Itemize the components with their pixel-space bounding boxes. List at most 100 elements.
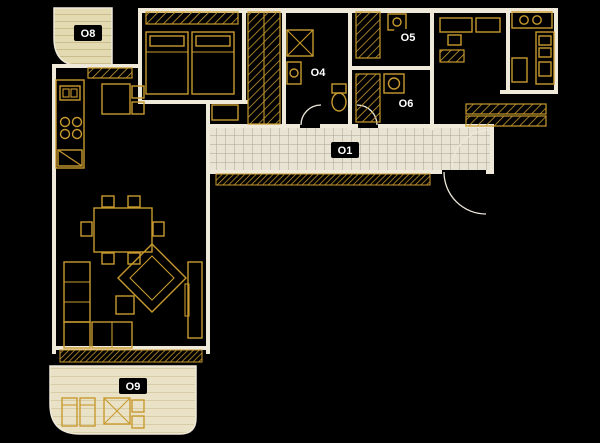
- fridge-mark: [57, 149, 83, 167]
- counter-right: [535, 31, 555, 85]
- label-text-o1: O1: [338, 145, 353, 157]
- wall-corridor-bottom-1: [210, 170, 442, 174]
- breakfast-chair-2: [131, 101, 145, 115]
- closet-o5: [355, 11, 381, 59]
- room-label-o4: O4: [304, 64, 332, 80]
- cabinet-below-bedroom: [211, 104, 239, 121]
- desk: [439, 17, 473, 33]
- shower: [286, 29, 314, 57]
- lounger-1: [61, 397, 78, 427]
- room-labels: O8 O4 O5 O6 O1 O9: [74, 25, 422, 394]
- label-chip-o8: [74, 25, 102, 41]
- breakfast-chair-1: [131, 85, 145, 99]
- rug-outer: [117, 243, 187, 313]
- door-arc-corridor-end: [451, 129, 491, 169]
- door-arc-o4: [300, 104, 322, 126]
- wall-apartment-right: [206, 100, 210, 354]
- wall-o6-right: [430, 8, 434, 130]
- counter-item-1: [538, 35, 552, 46]
- wardrobe-column: [247, 11, 281, 125]
- terrace-o9: [49, 365, 197, 435]
- label-chip-o5: [394, 29, 422, 45]
- kitchen-counter: [55, 79, 85, 169]
- tv-bench: [187, 261, 203, 339]
- stove-burner-3: [59, 128, 71, 140]
- room-o6-items: [355, 73, 405, 123]
- dining-chair-6: [152, 221, 165, 237]
- coffee-table: [115, 295, 135, 315]
- bathroom-o4-fixtures: [286, 29, 347, 112]
- terrace-chair-2: [131, 415, 145, 429]
- counter-item-2: [538, 47, 552, 58]
- wall-corridor-right: [490, 124, 494, 174]
- storage-row-2: [465, 115, 547, 127]
- right-room-furniture: [439, 11, 555, 127]
- wall-right-outer: [554, 8, 558, 94]
- label-chip-o1: [331, 142, 359, 158]
- room-o5-items: [355, 11, 407, 59]
- wall-bedroom-right: [242, 8, 246, 104]
- label-chip-o6: [392, 95, 420, 111]
- washer-drum: [387, 77, 401, 90]
- room-label-o8: O8: [74, 25, 102, 41]
- sink-basin-1: [62, 88, 70, 98]
- dining-chair-2: [127, 195, 141, 208]
- dining-chair-3: [101, 252, 115, 265]
- label-text-o6: O6: [399, 98, 414, 110]
- pillow-left: [149, 35, 185, 47]
- bed-left: [145, 31, 189, 95]
- kitchen: [55, 67, 145, 169]
- lounger-2: [79, 397, 96, 427]
- room-label-o6: O6: [392, 95, 420, 111]
- sofa-cushion-lines: [64, 281, 113, 348]
- walls: [52, 8, 558, 354]
- wall-right-step: [500, 90, 558, 94]
- breakfast-table: [101, 83, 131, 115]
- wardrobe-top: [145, 11, 239, 25]
- wall-o4-right: [348, 8, 352, 130]
- counter-item-3: [538, 61, 552, 77]
- wall-apartment-left: [52, 64, 56, 354]
- terrace-furniture: [61, 397, 145, 429]
- terrace-table: [103, 397, 131, 425]
- hob-1: [519, 15, 529, 25]
- label-text-o4: O4: [311, 67, 327, 79]
- label-text-o8: O8: [81, 28, 96, 40]
- living-room: [63, 243, 203, 349]
- desk-chair: [447, 34, 462, 46]
- closet-o6: [355, 73, 381, 123]
- wall-o5-o6-divider: [352, 66, 432, 70]
- label-text-o9: O9: [126, 381, 141, 393]
- wall-corridor-top-1: [210, 124, 300, 128]
- tv: [184, 283, 190, 317]
- sofa-corner: [63, 321, 91, 349]
- wall-bedroom-bottom: [138, 100, 248, 104]
- dining-set: [80, 195, 165, 265]
- toilet-bowl: [331, 92, 347, 112]
- pillow-right: [195, 35, 231, 47]
- hob-2: [532, 15, 542, 25]
- wall-right-inner: [506, 8, 510, 92]
- room-label-o1: O1: [331, 142, 359, 158]
- corridor-window-strip: [215, 173, 431, 186]
- label-text-o5: O5: [401, 32, 416, 44]
- wall-corridor-top-2: [320, 124, 358, 128]
- sink-basin: [289, 68, 299, 78]
- counter-top: [511, 11, 553, 29]
- terrace-table-cross: [103, 397, 131, 425]
- stove-burner-1: [59, 116, 71, 128]
- room-label-o5: O5: [394, 29, 422, 45]
- washer: [383, 73, 405, 94]
- dining-chair-1: [101, 195, 115, 208]
- terrace-window-strip: [59, 349, 203, 363]
- dining-chair-5: [80, 221, 93, 237]
- shelf: [439, 49, 465, 63]
- wall-o4-left: [282, 8, 286, 130]
- dining-table: [93, 207, 153, 253]
- kitchen-sink: [59, 85, 81, 101]
- wall-bedroom-left: [138, 8, 142, 104]
- island: [511, 57, 528, 83]
- kitchen-upper-cabinet: [87, 67, 133, 79]
